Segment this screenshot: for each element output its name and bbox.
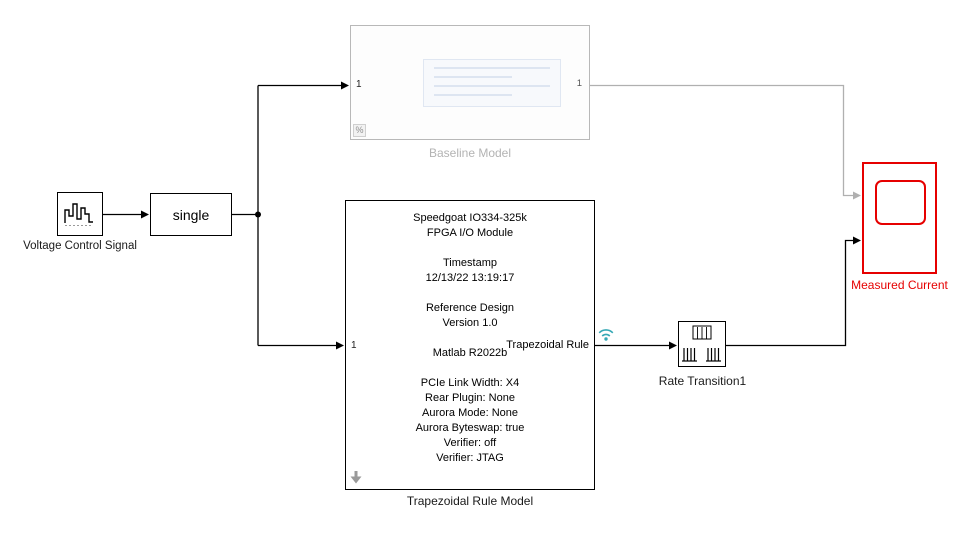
wire-rate-to-scope[interactable] xyxy=(726,236,861,347)
rate-transition-icon xyxy=(682,325,721,362)
info-line: Version 1.0 xyxy=(442,317,498,329)
preview-line xyxy=(434,85,550,87)
wire-baseline-to-scope[interactable] xyxy=(590,84,861,200)
rate-transition-block[interactable] xyxy=(678,321,726,367)
info-line xyxy=(346,286,594,301)
preview-line xyxy=(434,94,512,96)
wire-trapezoid-to-rate[interactable] xyxy=(595,341,677,350)
baseline-output-port-label: 1 xyxy=(576,78,582,89)
signal-waveform-icon xyxy=(64,203,93,226)
trapezoid-output-port-label: Trapezoidal Rule xyxy=(506,339,589,351)
info-line: Matlab R2022b xyxy=(432,347,508,359)
info-line: FPGA I/O Module xyxy=(426,227,514,239)
info-line: PCIe Link Width: X4 xyxy=(420,377,520,389)
arrowhead xyxy=(336,341,344,350)
arrowhead xyxy=(853,236,861,245)
info-line: Verifier: JTAG xyxy=(436,452,504,464)
baseline-model-block[interactable]: 1 1 % xyxy=(350,25,590,140)
wire-single-branch[interactable] xyxy=(232,81,349,350)
branch-dot xyxy=(255,211,261,218)
measured-current-scope-block[interactable] xyxy=(862,162,937,274)
info-line xyxy=(346,241,594,256)
preview-line xyxy=(434,67,550,69)
trapezoidal-rule-model-block[interactable]: Speedgoat IO334-325k FPGA I/O Module Tim… xyxy=(345,200,595,490)
info-line: Aurora Mode: None xyxy=(422,407,518,419)
download-arrow-icon[interactable] xyxy=(350,471,362,484)
baseline-input-port-label: 1 xyxy=(356,79,362,90)
info-line: Aurora Byteswap: true xyxy=(415,422,525,434)
single-block-text: single xyxy=(172,206,210,223)
fpga-info-text: Speedgoat IO334-325k FPGA I/O Module Tim… xyxy=(346,211,594,466)
wire-voltage-to-single[interactable] xyxy=(103,210,149,219)
percent-badge-icon[interactable]: % xyxy=(353,124,366,137)
single-conversion-block[interactable]: single xyxy=(150,193,232,236)
trapezoidal-rule-model-label: Trapezoidal Rule Model xyxy=(406,494,534,508)
arrowhead xyxy=(141,210,149,219)
info-line xyxy=(346,361,594,376)
arrowhead xyxy=(669,341,677,350)
info-line: 12/13/22 13:19:17 xyxy=(425,272,515,284)
baseline-model-label: Baseline Model xyxy=(428,146,512,160)
info-line: Rear Plugin: None xyxy=(425,392,515,404)
scope-display-icon xyxy=(875,180,926,225)
arrowhead xyxy=(341,81,349,90)
info-line: Reference Design xyxy=(425,302,515,314)
wireless-transfer-icon xyxy=(598,329,614,341)
info-line: Timestamp xyxy=(443,257,497,269)
info-line: Speedgoat IO334-325k xyxy=(413,212,527,224)
arrowhead xyxy=(853,191,861,200)
subsystem-preview-thumbnail xyxy=(423,59,561,107)
voltage-control-signal-label: Voltage Control Signal xyxy=(23,240,137,252)
measured-current-label: Measured Current xyxy=(851,278,948,292)
voltage-control-signal-block[interactable] xyxy=(57,192,103,236)
info-line: Verifier: off xyxy=(443,437,497,449)
preview-line xyxy=(434,76,512,78)
rate-transition-label: Rate Transition1 xyxy=(658,374,747,388)
trapezoid-input-port-label: 1 xyxy=(351,340,357,351)
